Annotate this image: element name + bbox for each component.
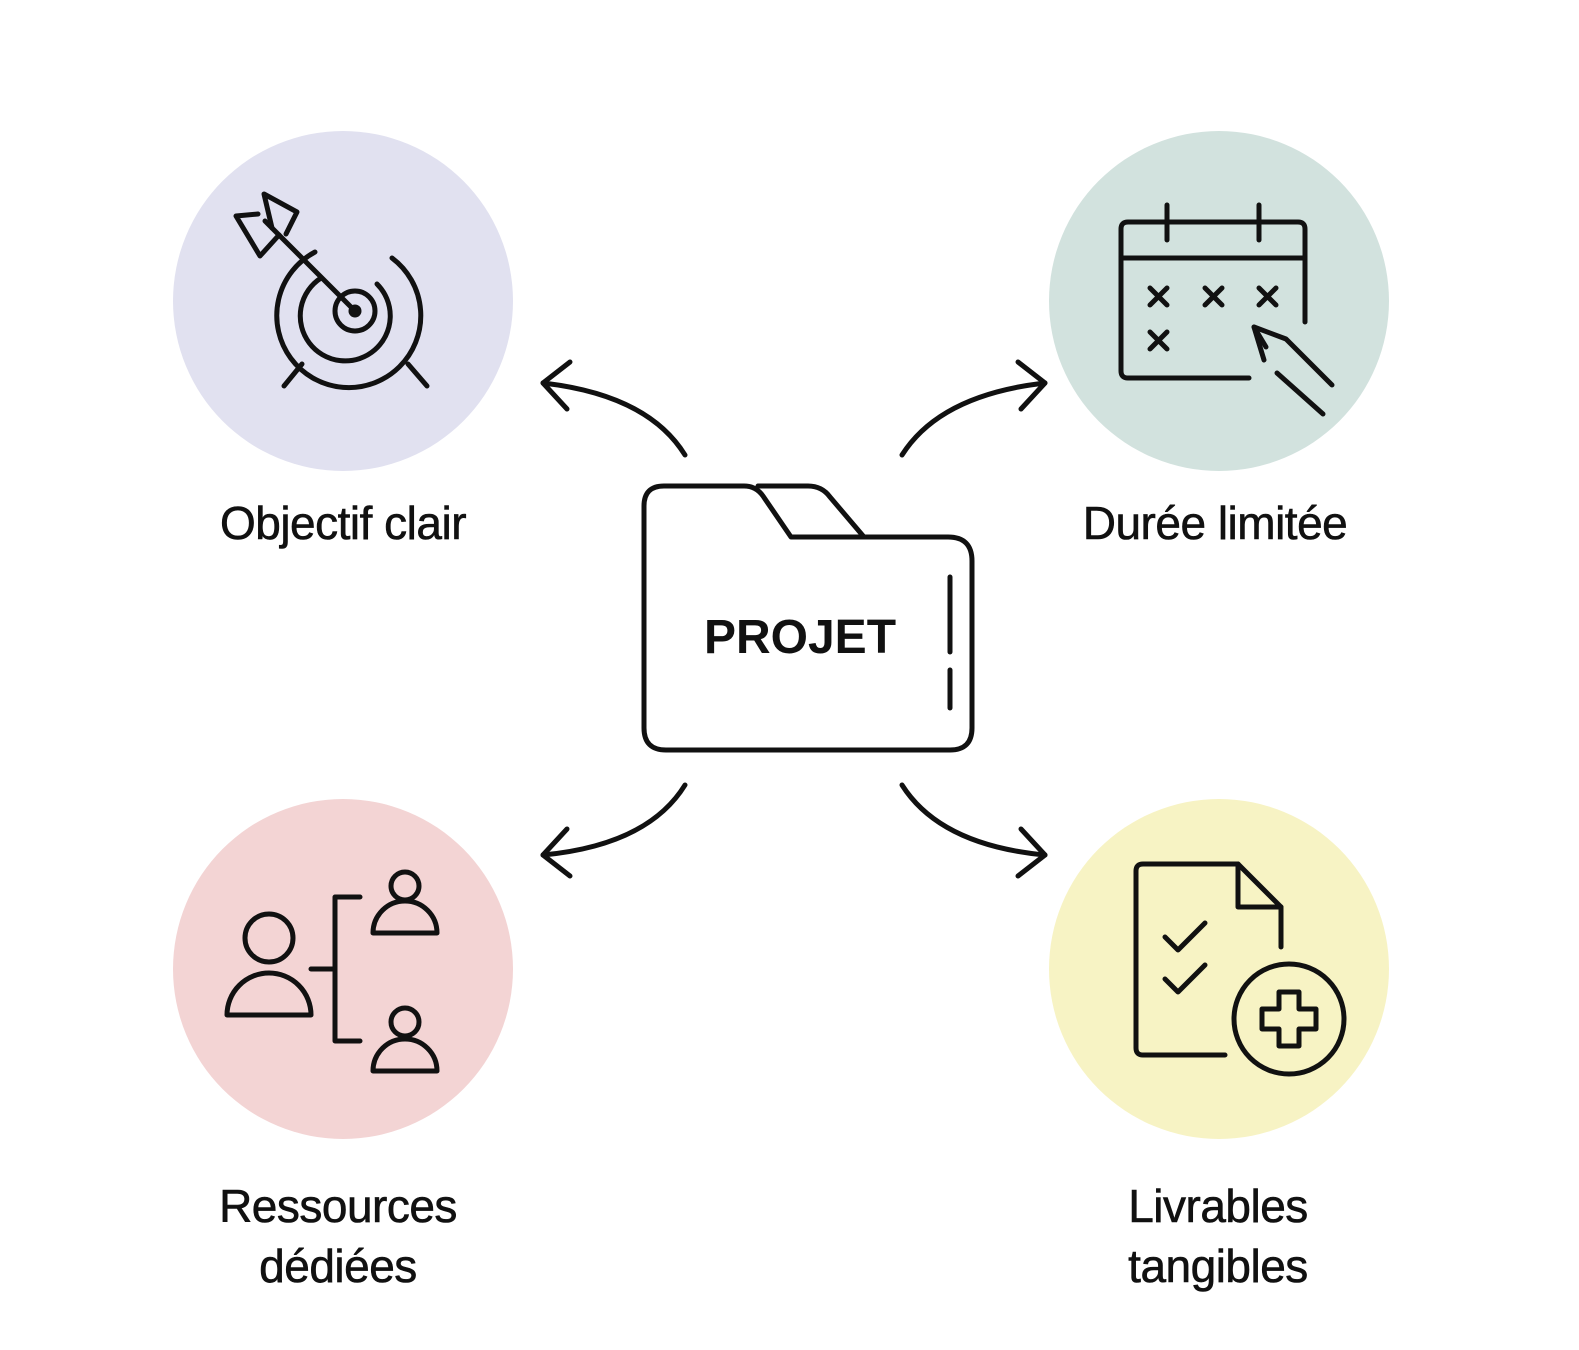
resources-circle (173, 799, 513, 1139)
team-hierarchy-icon (224, 869, 440, 1074)
project-title: PROJET (703, 611, 897, 664)
calendar-icon (1118, 202, 1335, 417)
resources-label: Ressources dédiées (138, 1176, 538, 1296)
duration-label: Durée limitée (1015, 493, 1415, 553)
arrow-to-duration (899, 359, 1048, 458)
arrow-to-objective (540, 359, 688, 458)
folder-icon (641, 483, 975, 753)
objective-label: Objectif clair (143, 493, 543, 553)
deliverables-label: Livrables tangibles (1018, 1176, 1418, 1296)
objective-label-text: Objectif clair (219, 497, 467, 550)
target-icon (233, 191, 430, 391)
arrow-to-resources (540, 782, 688, 879)
deliverables-label-line1: Livrables (1128, 1180, 1309, 1233)
document-add-icon (1133, 861, 1347, 1077)
deliverables-label-line2: tangibles (1128, 1240, 1309, 1293)
duration-label-text: Durée limitée (1082, 497, 1348, 550)
deliverables-circle (1049, 799, 1389, 1139)
arrow-to-deliverables (899, 782, 1048, 879)
resources-label-line1: Ressources (219, 1180, 458, 1233)
resources-label-line2: dédiées (259, 1240, 418, 1293)
